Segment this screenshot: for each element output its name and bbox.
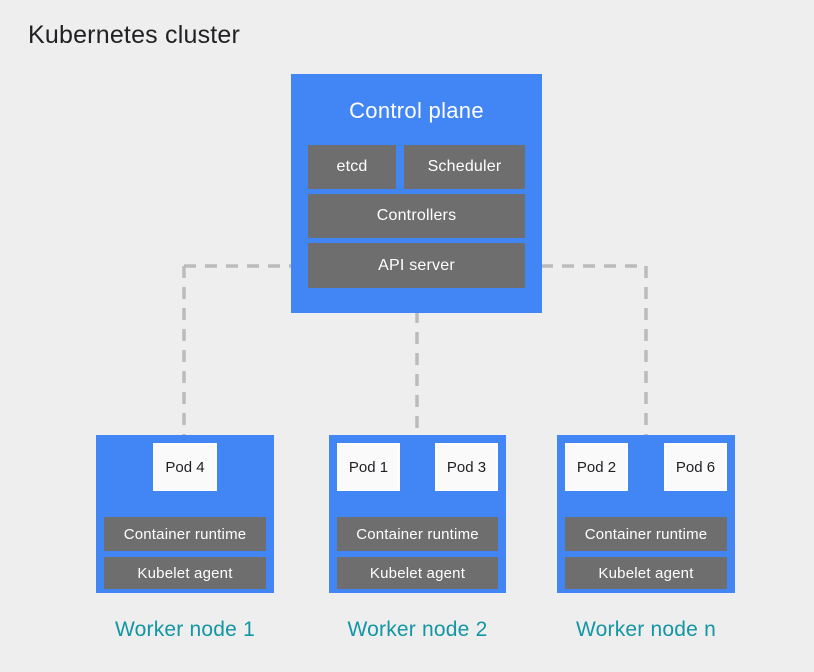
etcd-box: etcd: [308, 145, 396, 189]
api-server-box: API server: [308, 243, 525, 288]
worker-node-2-label: Worker node 2: [347, 618, 488, 641]
control-plane-box: Control plane etcd Scheduler Controllers…: [291, 74, 542, 313]
pod-box: Pod 6: [664, 443, 727, 491]
pod-box: Pod 1: [337, 443, 400, 491]
kubelet-agent-box: Kubelet agent: [337, 557, 498, 589]
pod-box: Pod 3: [435, 443, 498, 491]
container-runtime-box: Container runtime: [337, 517, 498, 551]
worker-node-2: Pod 1 Pod 3 Container runtime Kubelet ag…: [329, 435, 506, 642]
pod-box: Pod 2: [565, 443, 628, 491]
worker-node-n: Pod 2 Pod 6 Container runtime Kubelet ag…: [557, 435, 735, 642]
container-runtime-box: Container runtime: [104, 517, 266, 551]
container-runtime-box: Container runtime: [565, 517, 727, 551]
worker-node-1: Pod 4 Container runtime Kubelet agent Wo…: [96, 435, 274, 642]
worker-node-2-box: Pod 1 Pod 3 Container runtime Kubelet ag…: [329, 435, 506, 593]
worker-node-1-label: Worker node 1: [115, 618, 255, 641]
worker-node-n-label: Worker node n: [576, 618, 716, 641]
kubelet-agent-box: Kubelet agent: [104, 557, 266, 589]
worker-node-1-box: Pod 4 Container runtime Kubelet agent: [96, 435, 274, 593]
control-plane-title: Control plane: [349, 98, 484, 123]
controllers-box: Controllers: [308, 194, 525, 238]
scheduler-box: Scheduler: [404, 145, 525, 189]
kubelet-agent-box: Kubelet agent: [565, 557, 727, 589]
diagram-title: Kubernetes cluster: [28, 21, 241, 49]
pod-box: Pod 4: [153, 443, 217, 491]
worker-node-n-box: Pod 2 Pod 6 Container runtime Kubelet ag…: [557, 435, 735, 593]
